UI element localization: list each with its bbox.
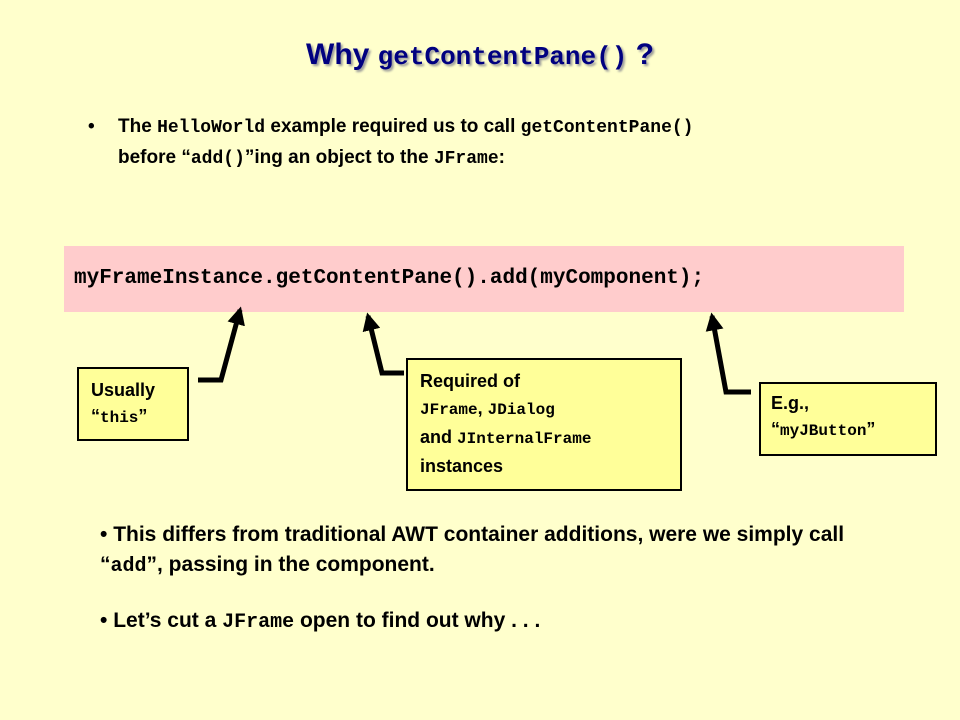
- code-jdialog: JDialog: [487, 401, 555, 419]
- code-myjbutton: myJButton: [780, 422, 867, 440]
- callout-eg-myjbutton: E.g., “myJButton”: [759, 382, 937, 456]
- arrow-required: [362, 312, 404, 376]
- code-jframe: JFrame: [433, 149, 499, 169]
- code-jframe: JFrame: [222, 611, 295, 634]
- code-line-bar: myFrameInstance.getContentPane().add(myC…: [64, 246, 904, 312]
- bullet-awt-difference: • This differs from traditional AWT cont…: [100, 520, 900, 582]
- callout-required-of: Required of JFrame, JDialog and JInterna…: [406, 358, 682, 491]
- bullet-cut-jframe: • Let’s cut a JFrame open to find out wh…: [100, 606, 900, 638]
- bullet-text-part: example required us to call: [265, 116, 521, 137]
- code-getcontentpane: getContentPane(): [520, 118, 694, 138]
- bullet-text-part: before “: [118, 147, 191, 168]
- code-jinternalframe: JInternalFrame: [457, 430, 592, 448]
- separator: ,: [477, 398, 488, 418]
- title-prefix: Why: [306, 38, 378, 71]
- bullet-text-part: ”ing an object to the: [244, 147, 434, 168]
- code-line: myFrameInstance.getContentPane().add(myC…: [74, 267, 705, 290]
- callout-text: E.g.,: [771, 393, 810, 413]
- open-quote: “: [771, 419, 780, 439]
- open-quote: “: [91, 406, 100, 426]
- title-suffix: ?: [627, 38, 654, 71]
- bullet-hello-world: • The HelloWorld example required us to …: [88, 112, 888, 174]
- bullet-text-part: ”, passing in the component.: [146, 553, 435, 576]
- code-add: add: [110, 555, 147, 578]
- callout-text: Required of: [420, 371, 521, 391]
- bullet-text-part: :: [498, 147, 505, 168]
- bullet-text-part: Let’s cut a: [107, 609, 223, 632]
- code-this: this: [100, 409, 139, 427]
- bullet-dot: •: [88, 116, 95, 137]
- bullet-text: The HelloWorld example required us to ca…: [118, 112, 888, 174]
- callout-text: instances: [420, 456, 504, 476]
- bullet-text-part: This differs from traditional AWT contai…: [100, 523, 845, 576]
- close-quote: ”: [138, 406, 148, 426]
- bullet-dot: •: [100, 609, 108, 632]
- code-jframe: JFrame: [420, 401, 478, 419]
- bullet-text-part: The: [118, 116, 158, 137]
- bullet-text-part: open to find out why . . .: [294, 609, 541, 632]
- slide-title: Why getContentPane() ?: [0, 38, 960, 72]
- bullet-dot: •: [100, 523, 108, 546]
- close-quote: ”: [866, 419, 876, 439]
- arrow-eg: [705, 312, 751, 395]
- callout-usually-this: Usually “this”: [77, 367, 189, 441]
- callout-text: and: [420, 427, 458, 447]
- code-add: add(): [190, 149, 245, 169]
- arrow-usually: [198, 306, 245, 383]
- title-code: getContentPane(): [377, 42, 628, 72]
- callout-text: Usually: [91, 380, 156, 400]
- code-helloworld: HelloWorld: [157, 118, 266, 138]
